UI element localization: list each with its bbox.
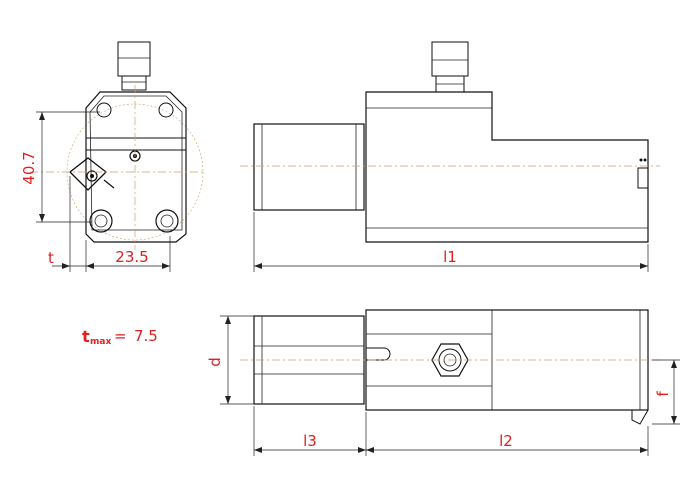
fitting-nut [117,41,151,77]
dim-l3-l2: l3 l2 [253,406,649,456]
front-view [30,41,205,250]
tmax-equals: = [114,327,127,345]
tmax-subscript: max [90,337,111,347]
side-body [365,91,649,243]
dim-f: f [652,359,680,425]
dim-d-label: d [206,357,224,367]
side-fitting [431,41,469,77]
dim-height: 40.7 [20,111,100,223]
dim-width-label: 23.5 [115,248,148,266]
dim-width: t 23.5 [48,176,171,272]
top-view [240,309,660,425]
dim-t-label: t [48,249,54,267]
tmax-note: t max = 7.5 [82,327,158,347]
tmax-value: 7.5 [134,327,158,345]
dim-l3-label: l3 [303,432,317,450]
dim-l2-label: l2 [499,432,513,450]
dim-d: d [206,315,254,405]
tmax-base: t [82,327,90,346]
dim-height-label: 40.7 [20,151,38,184]
bolt-left [89,209,113,233]
bolt-right [155,209,179,233]
dim-f-label: f [654,391,672,397]
dim-l1-label: l1 [443,248,457,266]
side-view [240,41,660,243]
side-shank [253,123,365,211]
dim-l1: l1 [253,212,649,272]
